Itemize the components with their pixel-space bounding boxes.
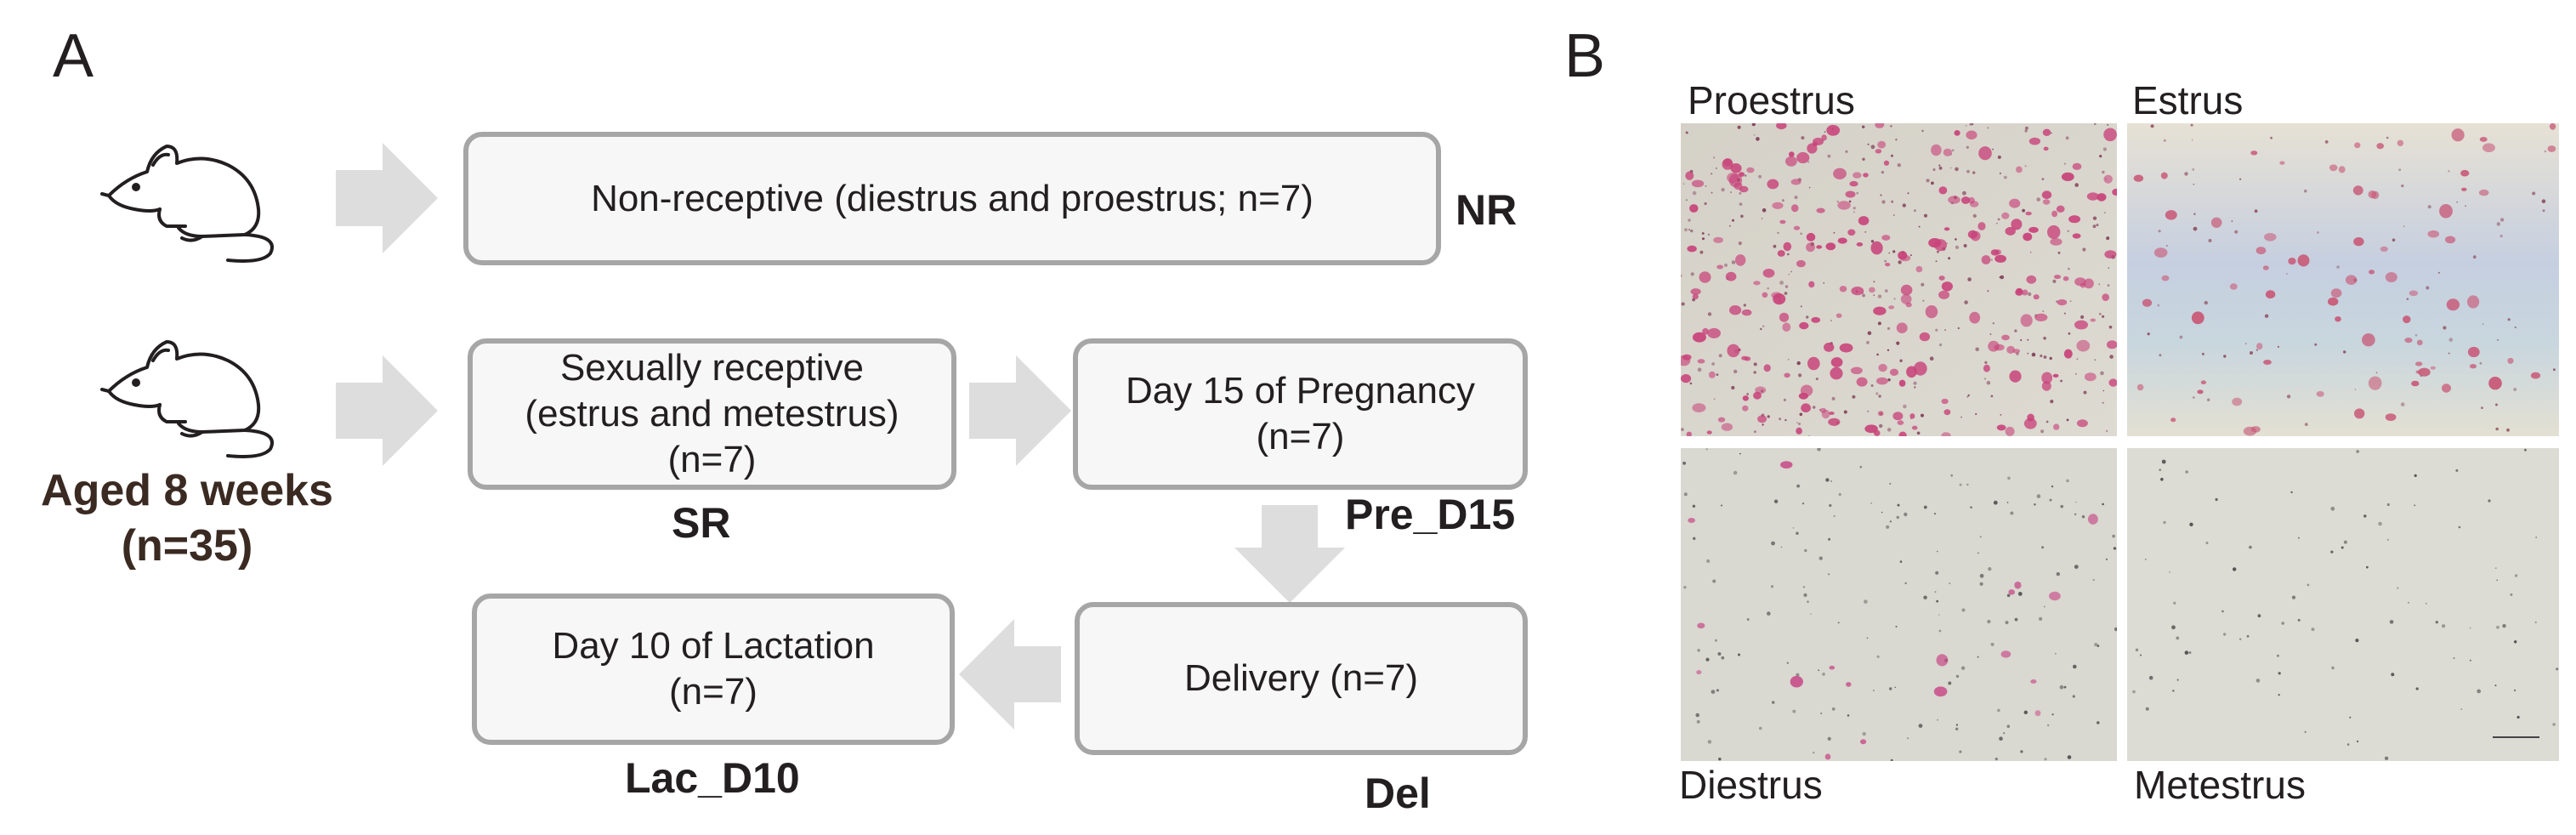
box-text: Day 15 of Pregnancy bbox=[1126, 370, 1475, 412]
panel-a-letter: A bbox=[53, 22, 94, 90]
tag-nr: NR bbox=[1455, 186, 1518, 234]
box-text: (n=7) bbox=[667, 438, 757, 480]
mouse-icon bbox=[100, 340, 274, 458]
group-label: Aged 8 weeks (n=35) bbox=[9, 463, 366, 574]
tag-pre-d15: Pre_D15 bbox=[1345, 491, 1516, 538]
group-label-line1: Aged 8 weeks bbox=[41, 466, 333, 515]
label-estrus: Estrus bbox=[2132, 78, 2244, 122]
panel-b-letter: B bbox=[1564, 22, 1606, 90]
box-pregnancy: Day 15 of Pregnancy (n=7) bbox=[1073, 338, 1528, 490]
arrow-left-icon bbox=[959, 619, 1061, 730]
label-diestrus: Diestrus bbox=[1679, 763, 1823, 807]
micrograph-estrus bbox=[2127, 123, 2559, 436]
tag-sr: SR bbox=[672, 499, 731, 547]
arrow-right-icon bbox=[969, 355, 1071, 466]
box-text: Sexually receptive bbox=[559, 347, 865, 389]
box-text: (estrus and metestrus) bbox=[525, 393, 899, 435]
arrow-right-icon bbox=[336, 355, 438, 466]
box-sexually-receptive: Sexually receptive (estrus and metestrus… bbox=[468, 338, 956, 490]
mouse-icon bbox=[100, 145, 274, 263]
tag-lac-d10: Lac_D10 bbox=[625, 754, 800, 802]
group-label-line2: (n=35) bbox=[121, 521, 253, 571]
box-text: Day 10 of Lactation bbox=[552, 625, 875, 667]
tag-del: Del bbox=[1365, 770, 1431, 817]
box-lactation: Day 10 of Lactation (n=7) bbox=[472, 594, 955, 745]
micrograph-diestrus bbox=[1681, 448, 2117, 761]
label-proestrus: Proestrus bbox=[1688, 78, 1855, 122]
micrograph-metestrus bbox=[2127, 448, 2559, 761]
box-non-receptive: Non-receptive (diestrus and proestrus; n… bbox=[463, 132, 1441, 265]
box-text: Delivery (n=7) bbox=[1183, 657, 1419, 700]
label-metestrus: Metestrus bbox=[2134, 763, 2306, 807]
box-text: Non-receptive (diestrus and proestrus; n… bbox=[591, 177, 1314, 219]
box-text: (n=7) bbox=[1256, 416, 1345, 457]
box-delivery: Delivery (n=7) bbox=[1075, 602, 1528, 755]
micrograph-proestrus bbox=[1681, 123, 2117, 436]
box-text: (n=7) bbox=[669, 671, 757, 713]
arrow-right-icon bbox=[336, 143, 438, 253]
arrow-down-icon bbox=[1234, 505, 1345, 603]
